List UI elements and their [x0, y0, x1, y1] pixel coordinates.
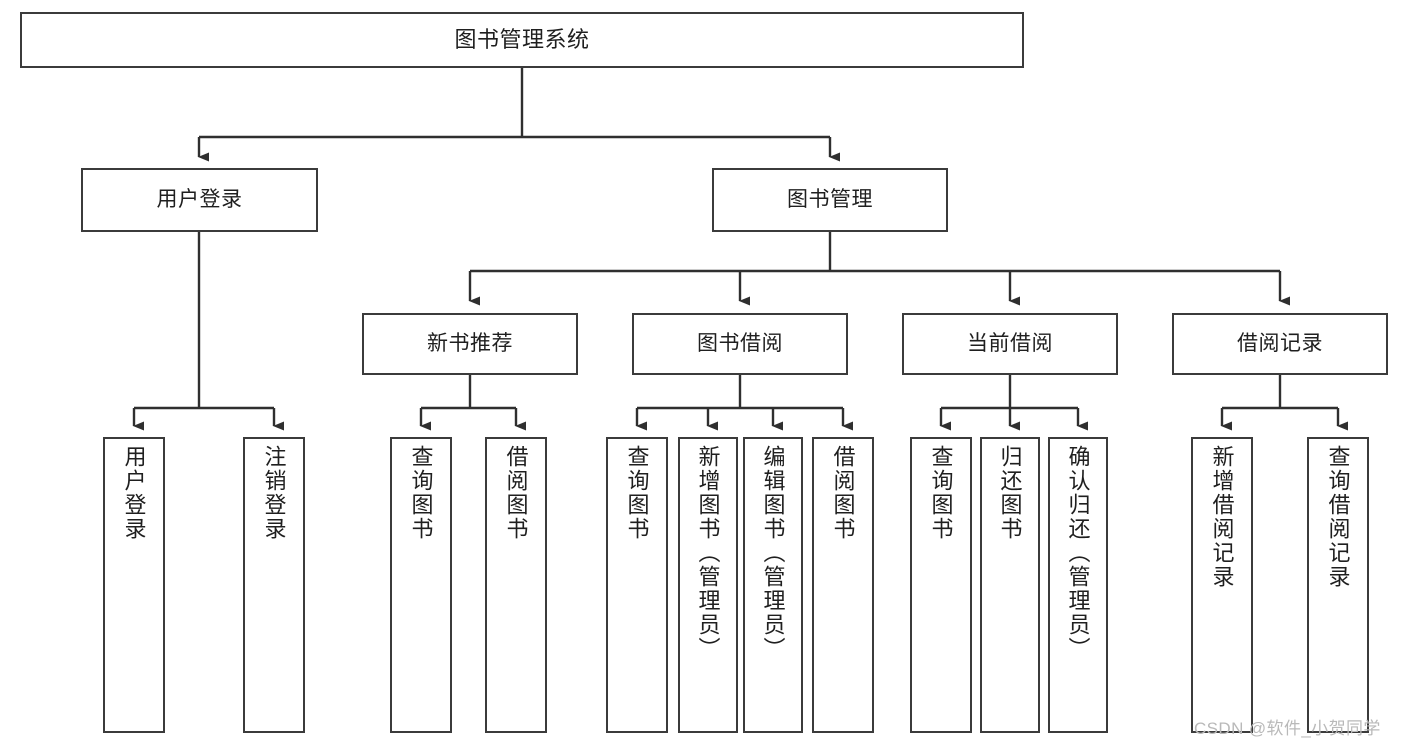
node-book-management[interactable]: 图书管理 — [712, 168, 948, 232]
node-leaf-borrow-book-1[interactable]: 借阅图书 — [485, 437, 547, 733]
node-new-book-recommend[interactable]: 新书推荐 — [362, 313, 578, 375]
node-leaf-query-record-label: 查询借阅记录 — [1325, 445, 1351, 589]
node-leaf-query-record[interactable]: 查询借阅记录 — [1307, 437, 1369, 733]
node-new-book-recommend-label: 新书推荐 — [427, 331, 513, 355]
node-leaf-add-book[interactable]: 新增图书（管理员） — [678, 437, 738, 733]
node-leaf-query-book-2-label: 查询图书 — [624, 445, 650, 541]
node-leaf-add-record-label: 新增借阅记录 — [1209, 445, 1235, 589]
node-leaf-borrow-book-2-label: 借阅图书 — [830, 445, 856, 541]
node-user-login[interactable]: 用户登录 — [81, 168, 318, 232]
node-user-login-label: 用户登录 — [156, 187, 243, 211]
node-leaf-add-record[interactable]: 新增借阅记录 — [1191, 437, 1253, 733]
node-root-label: 图书管理系统 — [454, 27, 590, 53]
node-leaf-return-book-label: 归还图书 — [997, 445, 1023, 541]
node-leaf-query-book-3-label: 查询图书 — [928, 445, 954, 541]
node-book-borrow[interactable]: 图书借阅 — [632, 313, 848, 375]
node-leaf-query-book-3[interactable]: 查询图书 — [910, 437, 972, 733]
node-borrow-record-label: 借阅记录 — [1237, 331, 1323, 355]
node-leaf-borrow-book-1-label: 借阅图书 — [503, 445, 529, 541]
node-leaf-add-book-label: 新增图书（管理员） — [695, 445, 721, 661]
node-leaf-return-book[interactable]: 归还图书 — [980, 437, 1040, 733]
node-current-borrow-label: 当前借阅 — [967, 331, 1053, 355]
node-leaf-edit-book[interactable]: 编辑图书（管理员） — [743, 437, 803, 733]
node-current-borrow[interactable]: 当前借阅 — [902, 313, 1118, 375]
node-leaf-logout-label: 注销登录 — [261, 445, 287, 541]
node-root[interactable]: 图书管理系统 — [20, 12, 1024, 68]
node-book-borrow-label: 图书借阅 — [697, 331, 783, 355]
node-leaf-query-book-1-label: 查询图书 — [408, 445, 434, 541]
node-leaf-logout[interactable]: 注销登录 — [243, 437, 305, 733]
node-book-management-label: 图书管理 — [787, 187, 873, 211]
node-leaf-query-book-2[interactable]: 查询图书 — [606, 437, 668, 733]
node-leaf-edit-book-label: 编辑图书（管理员） — [760, 445, 786, 661]
node-leaf-user-login-label: 用户登录 — [121, 445, 147, 541]
node-leaf-query-book-1[interactable]: 查询图书 — [390, 437, 452, 733]
node-borrow-record[interactable]: 借阅记录 — [1172, 313, 1388, 375]
node-leaf-confirm-return-label: 确认归还（管理员） — [1065, 445, 1091, 661]
node-leaf-confirm-return[interactable]: 确认归还（管理员） — [1048, 437, 1108, 733]
node-leaf-borrow-book-2[interactable]: 借阅图书 — [812, 437, 874, 733]
node-leaf-user-login[interactable]: 用户登录 — [103, 437, 165, 733]
